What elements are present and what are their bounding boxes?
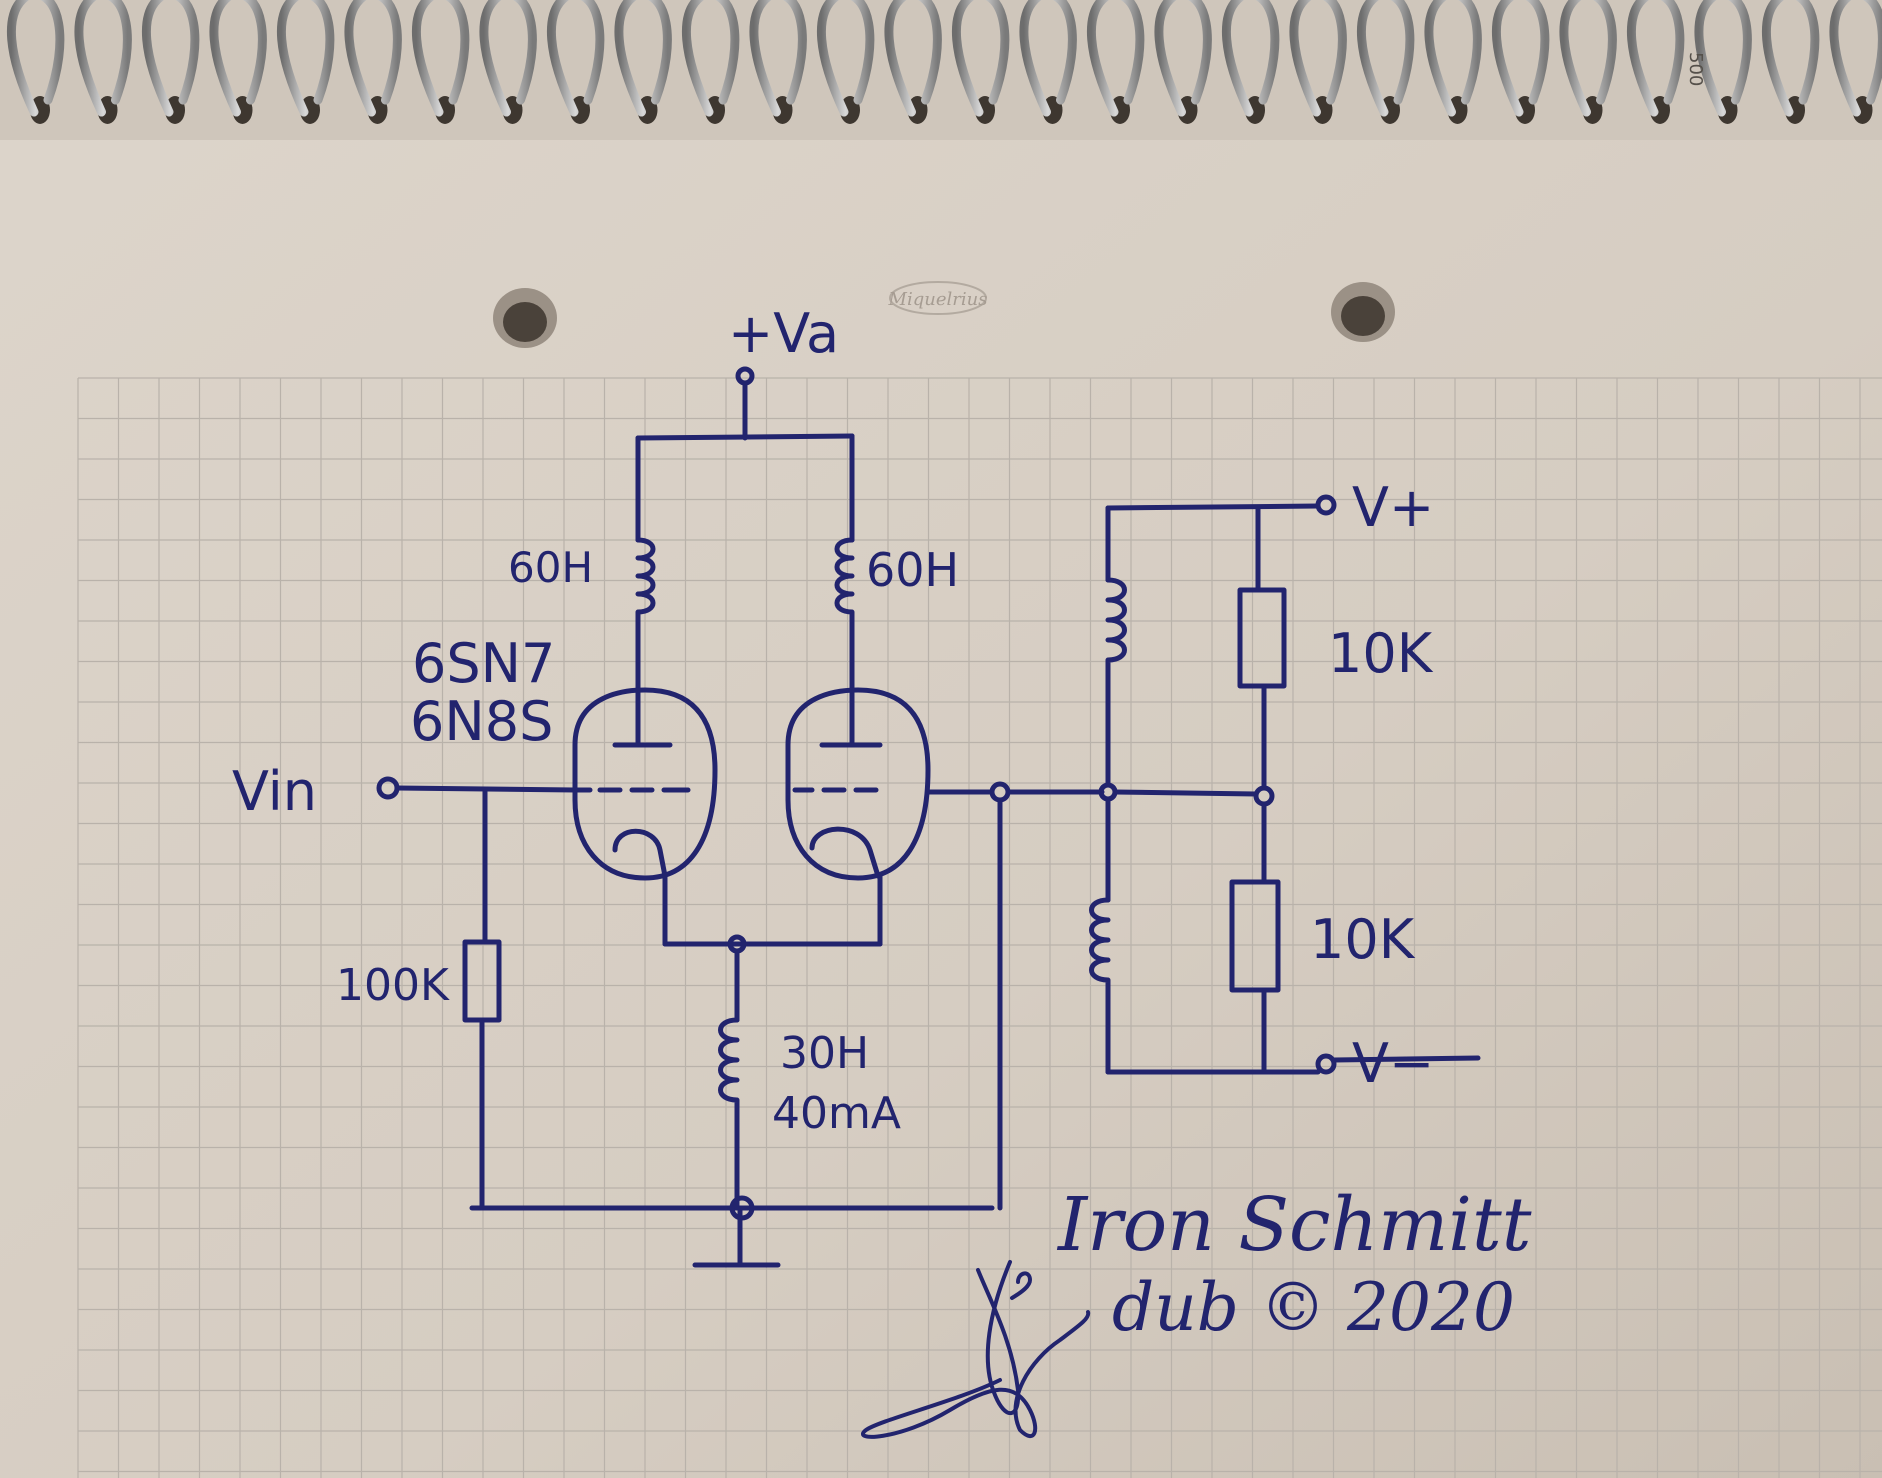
- spiral-ring: [1154, 0, 1212, 117]
- spiral-ring: [546, 0, 605, 117]
- divider-resistor-bottom: [1229, 879, 1281, 993]
- spiral-ring: [749, 0, 807, 117]
- spiral-ring: [614, 0, 672, 117]
- spiral-ring: [1086, 0, 1145, 117]
- spiral-ring: [1694, 0, 1752, 117]
- spiral-ring: [141, 0, 200, 117]
- output-pos-label: V+: [1352, 476, 1434, 539]
- spiral-binding: [0, 0, 1882, 140]
- spiral-ring: [276, 0, 335, 117]
- divider-choke-top: [1105, 577, 1127, 788]
- spiral-ring: [1289, 0, 1347, 117]
- spiral-ring: [1424, 0, 1482, 117]
- spiral-ring: [1626, 0, 1685, 117]
- spiral-ring: [6, 0, 65, 117]
- spiral-ring: [1761, 0, 1820, 117]
- spiral-ring: [74, 0, 132, 117]
- divider-choke-bottom: [1089, 897, 1111, 1075]
- input-label: Vin: [232, 760, 317, 823]
- output-neg-label: V−: [1352, 1032, 1434, 1095]
- plate-choke-right-label: 60H: [866, 543, 959, 597]
- miquelrius-logo: Miquelrius: [888, 281, 988, 315]
- tail-choke-value-label: 30H: [780, 1028, 869, 1079]
- plate-choke-left: [635, 537, 656, 693]
- spiral-ring: [479, 0, 537, 117]
- v-minus-dash: [1331, 1055, 1481, 1063]
- supply-label: +Va: [728, 302, 839, 365]
- divider-resistor-bottom-label: 10K: [1310, 908, 1416, 971]
- punch-hole-right: [1331, 282, 1395, 342]
- corner-mark: 500: [1685, 52, 1706, 86]
- spiral-ring: [951, 0, 1010, 117]
- spiral-ring: [1491, 0, 1550, 117]
- spiral-ring: [681, 0, 740, 117]
- spiral-ring: [1559, 0, 1617, 117]
- tube-left: [572, 687, 718, 881]
- tail-choke: [718, 1017, 740, 1211]
- tail-choke-current-label: 40mA: [772, 1088, 901, 1139]
- graph-paper-grid: [77, 377, 1882, 1478]
- tube-type-label-1: 6SN7: [412, 632, 555, 695]
- spiral-ring: [209, 0, 267, 117]
- cathode-tail: [662, 873, 883, 1268]
- circuit-title: Iron Schmitt: [1056, 1182, 1532, 1268]
- spiral-ring: [884, 0, 942, 117]
- handwritten-signature: [861, 1260, 1091, 1439]
- author-credit: dub © 2020: [1112, 1269, 1515, 1346]
- divider-resistor-top-label: 10K: [1328, 622, 1434, 685]
- tube-type-label-2: 6N8S: [410, 690, 553, 753]
- spiral-ring: [1221, 0, 1280, 117]
- supply-rail: [635, 366, 855, 543]
- output-network: [925, 494, 1481, 1211]
- spiral-ring: [411, 0, 470, 117]
- spiral-ring: [1356, 0, 1415, 117]
- plate-choke-left-label: 60H: [508, 543, 593, 592]
- plate-choke-right: [834, 537, 855, 693]
- spiral-ring: [816, 0, 875, 117]
- grid-resistor-label: 100K: [336, 960, 450, 1011]
- spiral-ring: [1019, 0, 1077, 117]
- brand-text: Miquelrius: [888, 289, 988, 310]
- spiral-ring: [344, 0, 402, 117]
- punch-hole-left: [493, 288, 557, 348]
